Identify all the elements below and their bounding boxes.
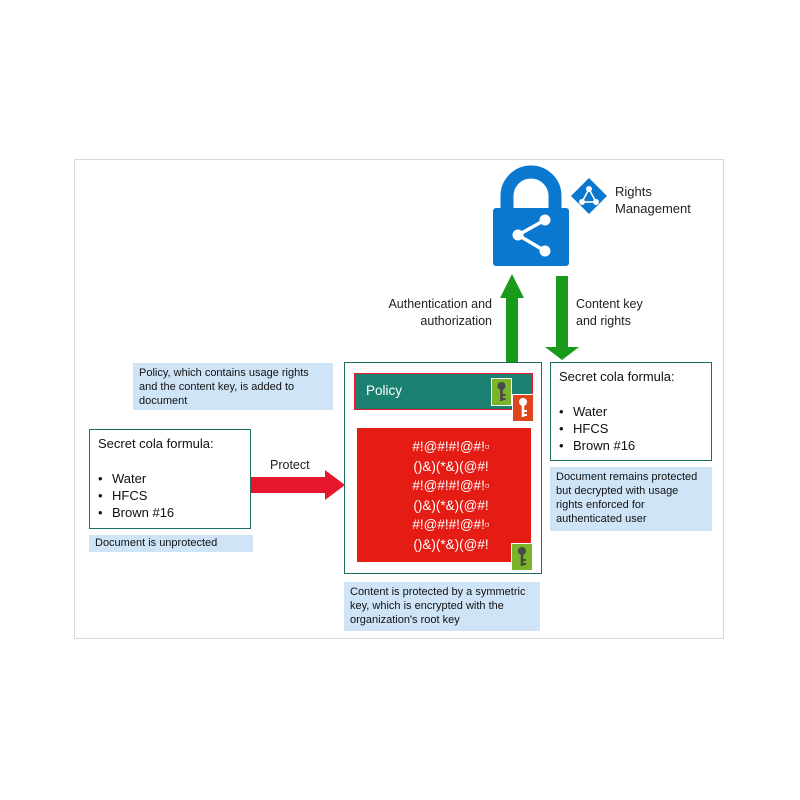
list-item: Brown #16 (98, 504, 174, 521)
auth-label-line1: Authentication and (388, 297, 492, 311)
content-protected-note: Content is protected by a symmetric key,… (344, 582, 540, 631)
list-item: HFCS (559, 420, 635, 437)
lock-share-icon (493, 165, 569, 266)
result-doc-list: Water HFCS Brown #16 (559, 403, 635, 454)
source-doc-list: Water HFCS Brown #16 (98, 470, 174, 521)
key-icon (491, 378, 512, 406)
content-key-label-line2: and rights (576, 314, 631, 328)
cipher-line: #!@#!#!@#!▫ (412, 439, 490, 454)
cipher-line: #!@#!#!@#!▫ (412, 478, 490, 493)
key-icon (512, 394, 534, 422)
cipher-line: #!@#!#!@#!▫ (412, 517, 490, 532)
arrow-down (545, 276, 579, 360)
list-item: Water (98, 470, 174, 487)
key-icon (511, 543, 533, 571)
service-name-line1: Rights (615, 184, 652, 199)
encrypted-content: #!@#!#!@#!▫ ()&)(*&)(@#! #!@#!#!@#!▫ ()&… (357, 428, 531, 562)
auth-label-line2: authorization (420, 314, 492, 328)
source-document: Secret cola formula: Water HFCS Brown #1… (89, 429, 251, 529)
remains-protected-note: Document remains protected but decrypted… (550, 467, 712, 531)
auth-label: Authentication and authorization (372, 296, 492, 330)
list-item: HFCS (98, 487, 174, 504)
policy-added-note: Policy, which contains usage rights and … (133, 363, 333, 410)
service-name: Rights Management (615, 183, 691, 217)
arrows-svg (500, 274, 579, 362)
content-key-label: Content key and rights (576, 296, 643, 330)
service-name-line2: Management (615, 201, 691, 216)
content-key-label-line1: Content key (576, 297, 643, 311)
diagram-frame (74, 159, 724, 639)
protect-label: Protect (270, 458, 310, 472)
protect-arrow (251, 470, 345, 500)
cipher-line: ()&)(*&)(@#! (413, 497, 489, 513)
policy-label: Policy (366, 383, 403, 398)
rights-management-icon (571, 178, 607, 214)
unprotected-note: Document is unprotected (89, 535, 253, 552)
result-document: Secret cola formula: Water HFCS Brown #1… (550, 362, 712, 461)
list-item: Water (559, 403, 635, 420)
cipher-line: ()&)(*&)(@#! (413, 458, 489, 474)
list-item: Brown #16 (559, 437, 635, 454)
cipher-line: ()&)(*&)(@#! (413, 536, 489, 552)
arrow-up (500, 274, 524, 362)
source-doc-title: Secret cola formula: (98, 436, 214, 451)
result-doc-title: Secret cola formula: (559, 369, 675, 384)
